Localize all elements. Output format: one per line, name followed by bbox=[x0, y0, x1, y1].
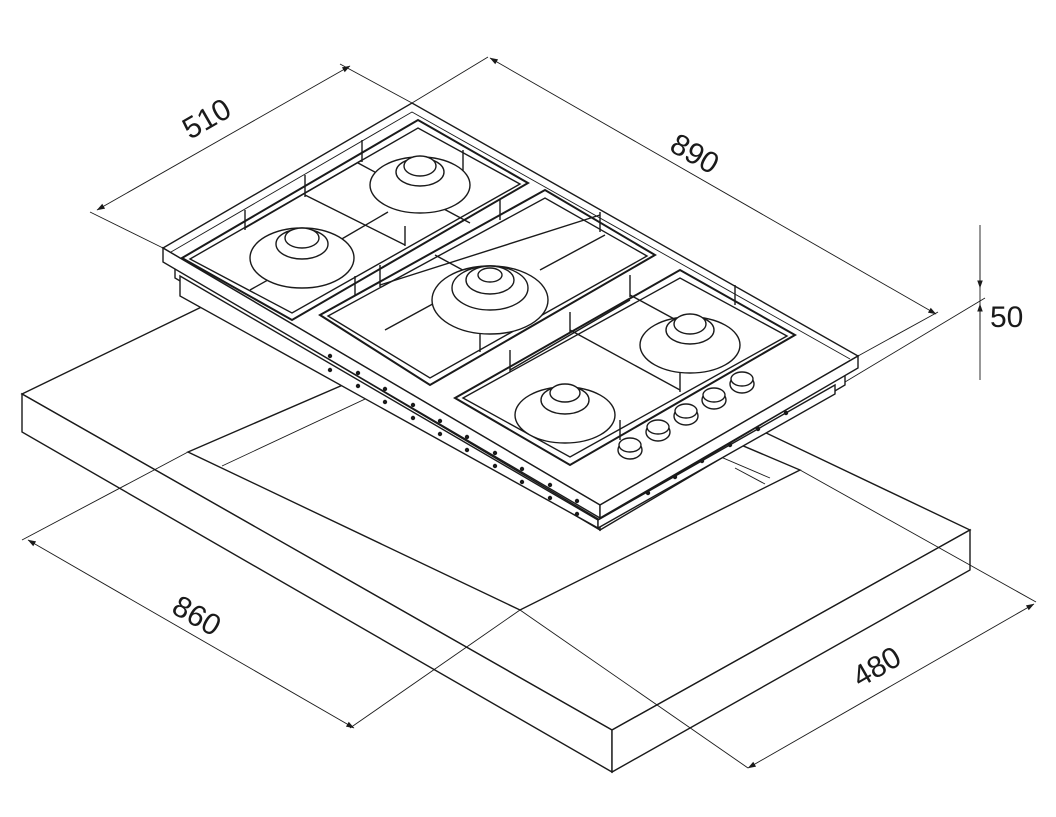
dim-label-hob-height: 50 bbox=[990, 301, 1023, 334]
burner-rear-right bbox=[639, 313, 741, 374]
knob-2 bbox=[645, 419, 671, 442]
skirt-holes bbox=[327, 353, 789, 517]
knob-1 bbox=[617, 437, 643, 460]
dim-label-cutout-width: 860 bbox=[167, 589, 227, 643]
burner-front-right bbox=[514, 383, 616, 444]
dim-label-hob-depth: 510 bbox=[177, 92, 237, 146]
dim-label-hob-width: 890 bbox=[665, 127, 725, 181]
knob-4 bbox=[701, 387, 727, 410]
dim-label-cutout-depth: 480 bbox=[847, 640, 907, 694]
control-knobs bbox=[617, 371, 755, 460]
knob-5 bbox=[729, 371, 755, 394]
burner-rear-left bbox=[369, 155, 471, 214]
burner-wok-center bbox=[431, 265, 549, 335]
knob-3 bbox=[673, 403, 699, 426]
burner-front-left bbox=[249, 227, 355, 289]
dimension-lines bbox=[21, 56, 1037, 769]
